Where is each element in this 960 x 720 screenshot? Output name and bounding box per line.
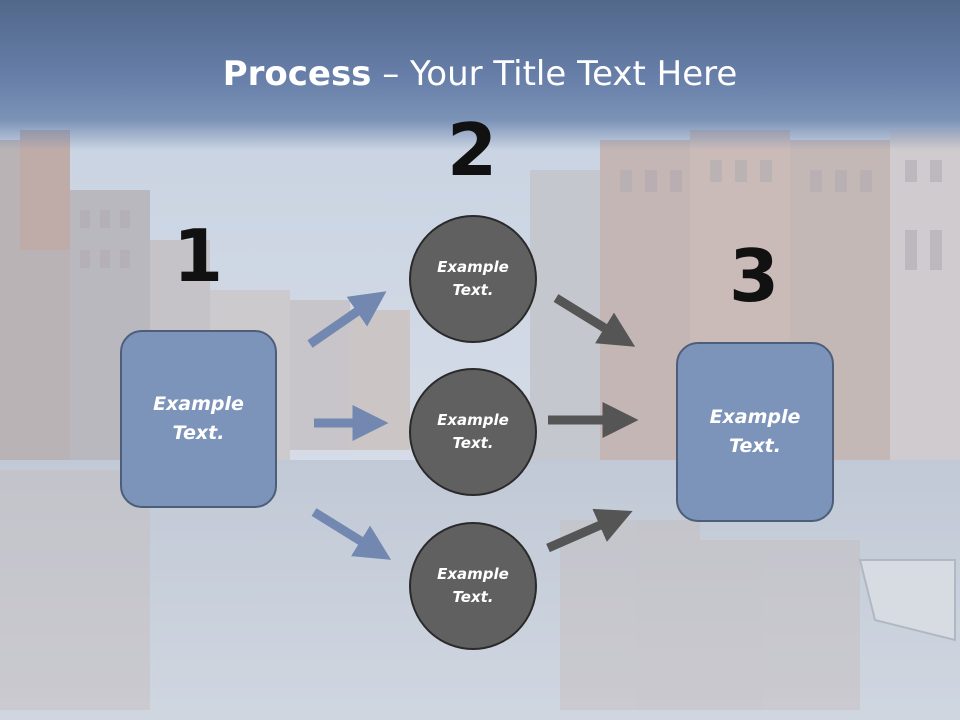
title-bold: Process <box>222 54 372 94</box>
step-3-line1: Example <box>709 406 801 428</box>
circle-top-line2: Text. <box>452 281 494 299</box>
title-rest: – Your Title Text Here <box>371 54 738 94</box>
circle-bottom-line1: Example <box>437 565 509 583</box>
title-band <box>0 0 960 150</box>
step-1-line1: Example <box>153 393 244 415</box>
slide-title: Process – Your Title Text Here <box>0 52 960 96</box>
arrow-left-to-bottom <box>311 508 392 560</box>
arrow-left-to-top <box>307 291 387 348</box>
step-number-2: 2 <box>446 108 498 192</box>
step-number-3: 3 <box>728 234 780 318</box>
circle-middle-line1: Example <box>437 411 509 429</box>
circle-top-line1: Example <box>437 258 509 276</box>
circle-bottom-line2: Text. <box>452 588 494 606</box>
circle-middle-line2: Text. <box>452 434 494 452</box>
step-3-line2: Text. <box>729 435 781 457</box>
arrow-top-to-right <box>553 294 636 347</box>
arrow-bottom-to-right <box>546 508 633 553</box>
step-1-line2: Text. <box>172 422 225 444</box>
step-number-1: 1 <box>172 214 224 298</box>
